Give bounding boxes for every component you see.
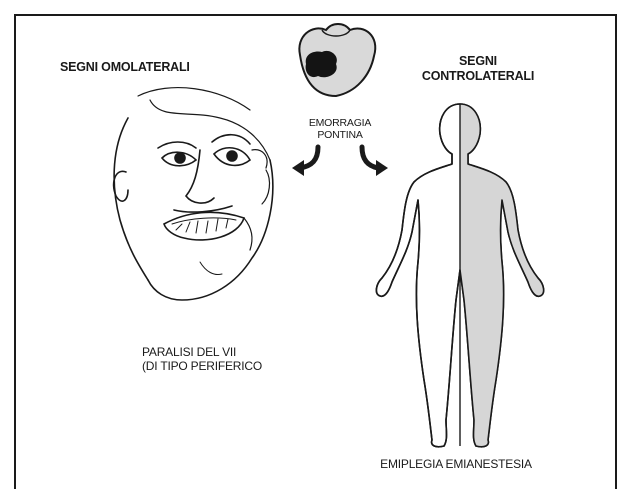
- ipsilateral-title: SEGNI OMOLATERALI: [60, 60, 190, 74]
- face-drawing-icon: [114, 88, 273, 300]
- contralateral-title-line1: SEGNI: [428, 54, 528, 68]
- lesion-label-line1: EMORRAGIA: [290, 117, 390, 129]
- hemiplegia-caption: EMIPLEGIA EMIANESTESIA: [356, 458, 556, 472]
- hemorrhage-spot-icon: [306, 51, 337, 77]
- lesion-label-line2: PONTINA: [290, 129, 390, 141]
- brainstem-section-icon: [299, 24, 375, 96]
- contralateral-title-line2: CONTROLATERALI: [408, 69, 548, 83]
- curved-arrow-right-icon: [362, 147, 388, 176]
- body-drawing-icon: [376, 104, 543, 447]
- curved-arrow-left-icon: [292, 147, 318, 176]
- facial-palsy-caption-line1: PARALISI DEL VII: [142, 346, 282, 360]
- facial-palsy-caption-line2: (DI TIPO PERIFERICO: [142, 360, 302, 374]
